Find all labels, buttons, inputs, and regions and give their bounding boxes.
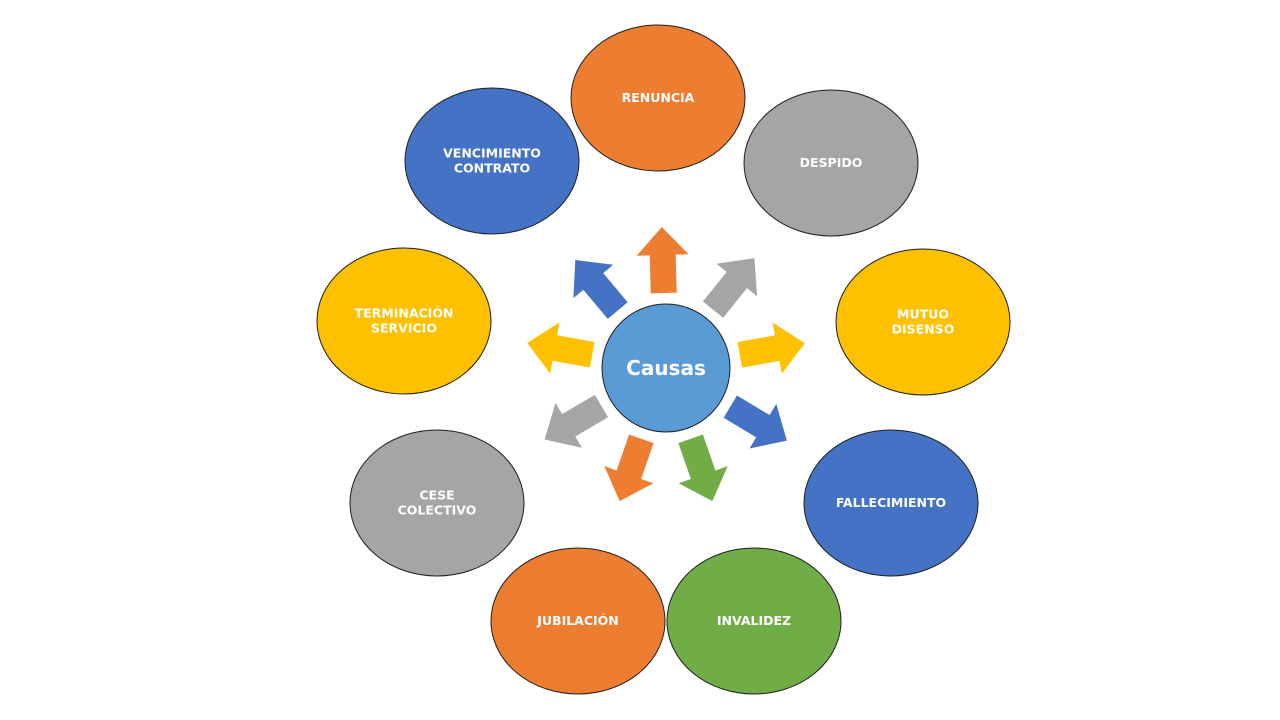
cause-label-mutuo-disenso-line-2: DISENSO: [892, 322, 955, 337]
cause-label-cese-colectivo-line-2: COLECTIVO: [398, 503, 477, 518]
cause-node-jubilacion: JUBILACIÓN: [490, 547, 666, 695]
cause-node-despido: DESPIDO: [743, 89, 919, 237]
arrow-to-vencimiento-contrato: [573, 260, 628, 319]
cause-label-terminacion-servicio-line-2: SERVICIO: [371, 321, 437, 336]
cause-node-renuncia: RENUNCIA: [570, 24, 746, 172]
arrow-to-renuncia: [636, 227, 689, 294]
cause-oval-terminacion-servicio: [316, 247, 492, 395]
cause-node-fallecimiento: FALLECIMIENTO: [803, 429, 979, 577]
cause-label-renuncia-line-1: RENUNCIA: [622, 90, 695, 105]
arrow-to-fallecimiento: [723, 395, 787, 449]
cause-oval-vencimiento-contrato: [404, 87, 580, 235]
cause-label-despido-line-1: DESPIDO: [800, 155, 863, 170]
cause-label-mutuo-disenso-line-1: MUTUO: [897, 307, 949, 322]
cause-oval-cese-colectivo: [349, 429, 525, 577]
cause-oval-jubilacion: [490, 547, 666, 695]
arrow-to-terminacion-servicio: [527, 322, 595, 374]
arrow-to-mutuo-disenso: [737, 322, 805, 374]
arrows-group: [527, 227, 805, 502]
cause-label-cese-colectivo-line-1: CESE: [419, 488, 454, 503]
arrow-to-despido: [702, 258, 758, 318]
cause-label-jubilacion-line-1: JUBILACIÓN: [536, 613, 619, 628]
cause-oval-despido: [743, 89, 919, 237]
cause-oval-renuncia: [570, 24, 746, 172]
cause-label-fallecimiento-line-1: FALLECIMIENTO: [836, 495, 946, 510]
center-label: Causas: [626, 356, 706, 380]
cause-label-vencimiento-contrato-line-2: CONTRATO: [454, 161, 530, 176]
cause-label-invalidez-line-1: INVALIDEZ: [717, 613, 791, 628]
arrow-to-jubilacion: [604, 434, 654, 502]
arrow-to-invalidez: [678, 434, 728, 502]
cause-node-invalidez: INVALIDEZ: [666, 547, 842, 695]
arrow-to-cese-colectivo: [544, 394, 609, 448]
cause-oval-mutuo-disenso: [835, 248, 1011, 396]
cause-oval-fallecimiento: [803, 429, 979, 577]
cause-label-terminacion-servicio-line-1: TERMINACIÓN: [355, 306, 454, 321]
center-node: Causas: [601, 303, 731, 433]
cause-oval-invalidez: [666, 547, 842, 695]
cause-label-vencimiento-contrato-line-1: VENCIMIENTO: [443, 146, 541, 161]
center-circle: [601, 303, 731, 433]
